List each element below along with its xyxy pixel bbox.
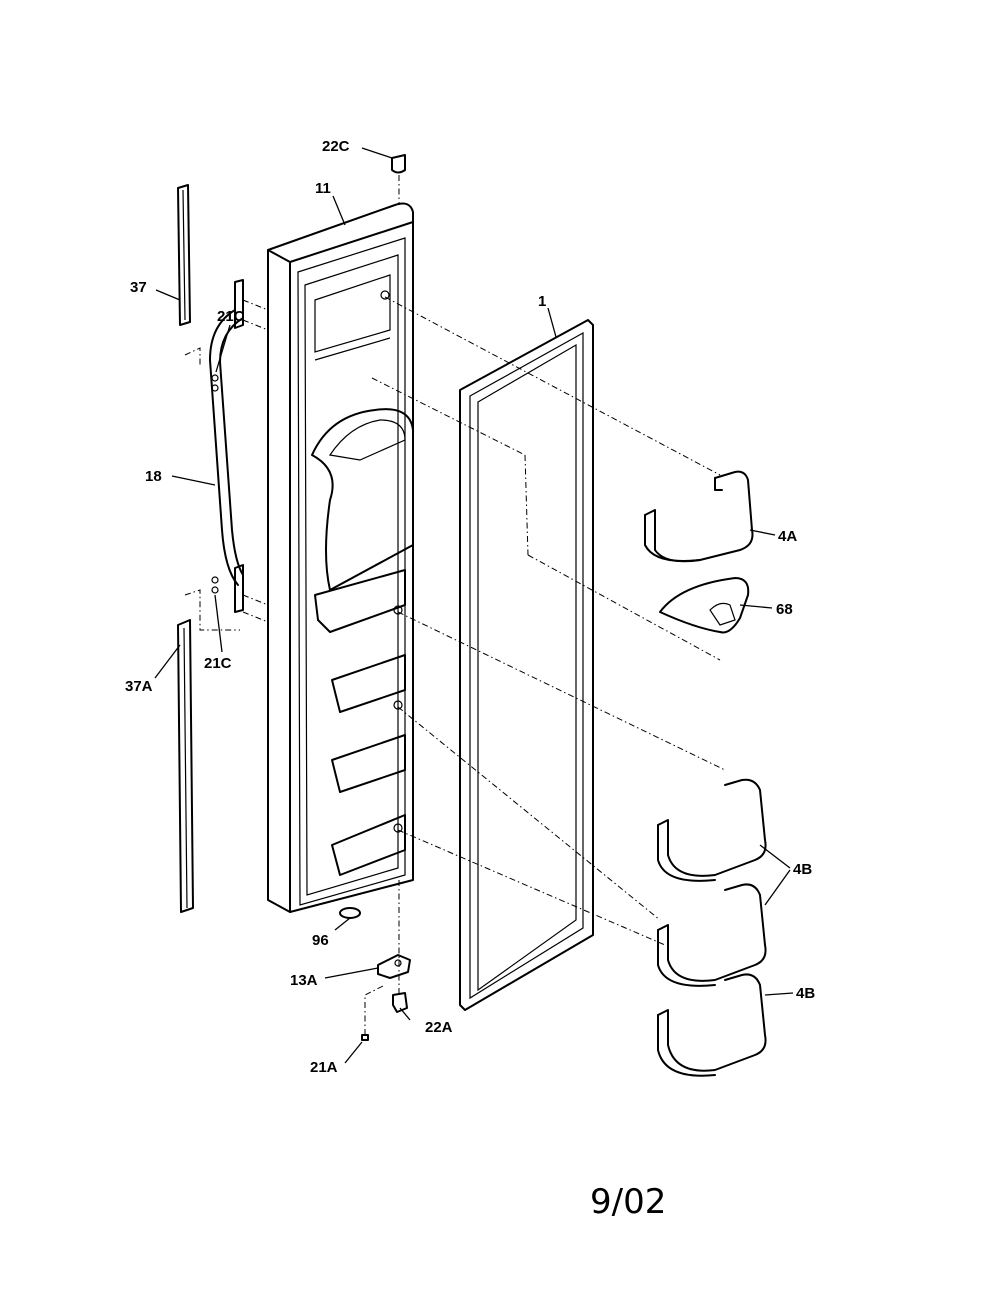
- label-21C-bottom: 21C: [204, 655, 232, 672]
- bin-4B-lower: [657, 973, 767, 1077]
- label-68: 68: [776, 601, 793, 618]
- label-21A: 21A: [310, 1059, 338, 1076]
- bracket-13A: [377, 954, 411, 979]
- revision-date: 9/02: [590, 1182, 666, 1222]
- label-22C: 22C: [322, 138, 350, 155]
- trim-37A: [177, 619, 194, 913]
- washer-96: [339, 907, 361, 919]
- label-13A: 13A: [290, 972, 318, 989]
- label-4A: 4A: [778, 528, 797, 545]
- label-37A: 37A: [125, 678, 153, 695]
- label-4B-single: 4B: [796, 985, 815, 1002]
- pin-22C: [391, 154, 406, 205]
- label-21C-top: 21C: [217, 308, 245, 325]
- label-1: 1: [538, 293, 546, 310]
- pin-22A: [392, 992, 408, 1013]
- projection-lines: [371, 296, 726, 946]
- label-37: 37: [130, 279, 147, 296]
- trim-37: [177, 184, 191, 326]
- screw-21A: [361, 984, 386, 1041]
- label-18: 18: [145, 468, 162, 485]
- label-4B-pair: 4B: [793, 861, 812, 878]
- bin-4B-middle: [657, 883, 767, 987]
- label-11: 11: [315, 180, 331, 197]
- item-68: [659, 577, 750, 634]
- handle-18: [184, 279, 269, 631]
- leader-lines: [154, 147, 794, 1064]
- bin-4A: [644, 470, 754, 563]
- door-panel: [267, 202, 414, 913]
- label-22A: 22A: [425, 1019, 453, 1036]
- label-96: 96: [312, 932, 329, 949]
- bin-4B-upper: [657, 778, 767, 882]
- door-gasket: [459, 319, 594, 1011]
